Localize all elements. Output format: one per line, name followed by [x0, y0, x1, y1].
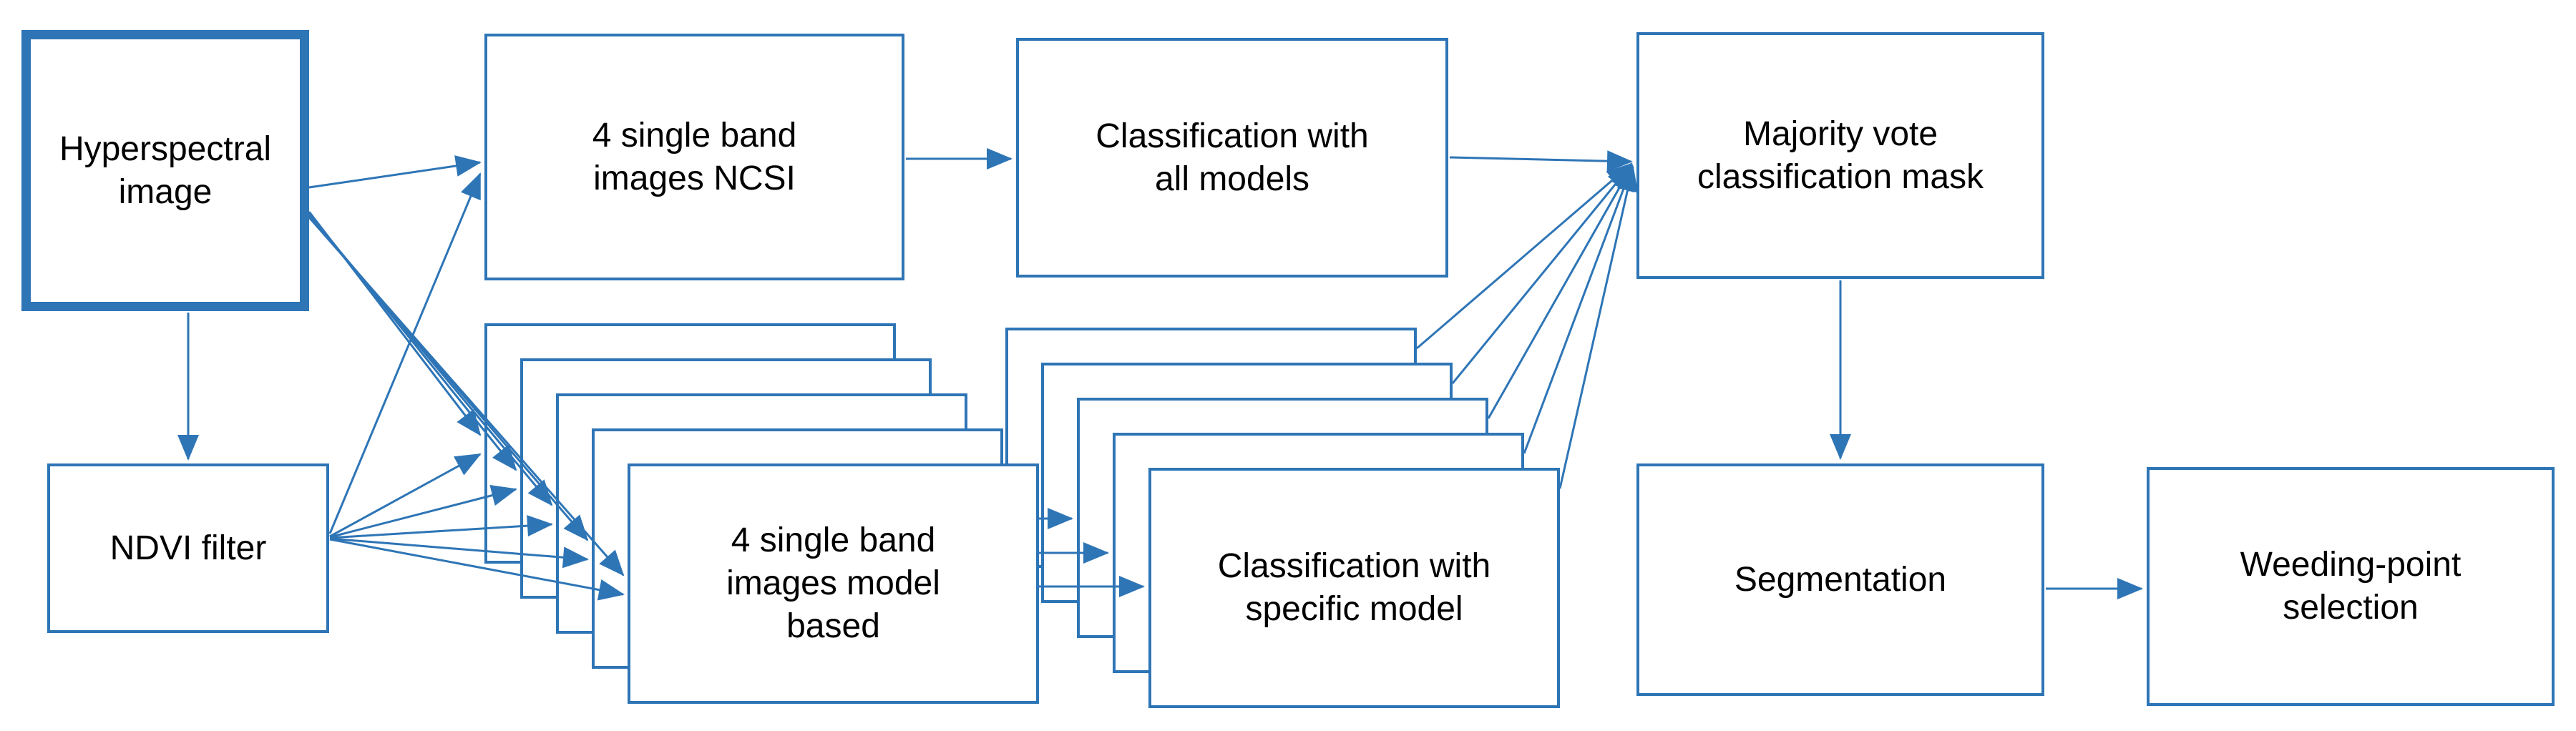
node-segmentation: Segmentation [1636, 463, 2044, 696]
node-label-4-single-band-images-model-based: 4 single band images model based [726, 521, 940, 645]
node-majority-vote-classification-mask: Majority vote classification mask [1636, 32, 2044, 279]
node-label-weeding-point-selection: Weeding-point selection [2240, 546, 2462, 627]
stack-classification-specific-front: Classification with specific model [1148, 468, 1560, 708]
node-label-majority-vote-classification-mask: Majority vote classification mask [1697, 114, 1984, 196]
node-label-hyperspectral-image: Hyperspectral image [59, 129, 272, 211]
node-label-ndvi-filter: NDVI filter [109, 529, 267, 567]
node-label-4-single-band-images-ncsi: 4 single band images NCSI [592, 116, 797, 197]
node-ndvi-filter: NDVI filter [47, 463, 329, 633]
node-hyperspectral-image: Hyperspectral image [21, 30, 309, 311]
node-label-classification-with-specific-model: Classification with specific model [1217, 547, 1491, 628]
node-label-segmentation: Segmentation [1734, 560, 1947, 599]
node-label-classification-with-all-models: Classification with all models [1096, 117, 1369, 198]
stack-single-band-model-front: 4 single band images model based [628, 463, 1039, 704]
arrow-ndvi-to-ncsi [328, 172, 482, 534]
node-weeding-point-selection: Weeding-point selection [2147, 467, 2555, 706]
node-classification-with-all-models: Classification with all models [1016, 38, 1448, 278]
arrow-hyperspectral-to-ncsi [308, 155, 482, 189]
node-4-single-band-images-ncsi: 4 single band images NCSI [484, 34, 904, 280]
arrow-classification-all-models-to-majority-vote [1449, 150, 1633, 172]
